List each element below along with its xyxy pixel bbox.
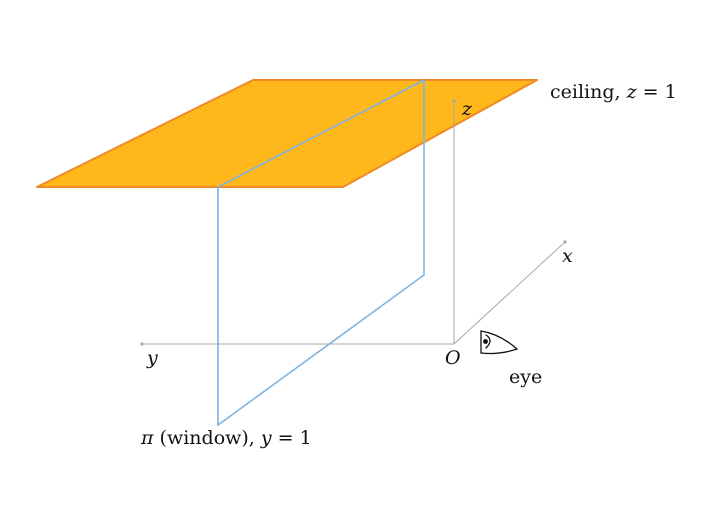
y-axis-end-marker — [140, 342, 144, 346]
ceiling-label: ceiling, z = 1 — [550, 81, 677, 103]
x-axis — [453, 241, 566, 345]
eye-label: eye — [509, 366, 542, 388]
z-axis-label: z — [461, 98, 473, 120]
eye-icon — [480, 330, 518, 355]
ceiling-plane — [36, 79, 538, 188]
y-axis-label: y — [146, 347, 158, 369]
window-label: π (window), y = 1 — [140, 427, 312, 449]
origin-label: O — [445, 347, 461, 369]
x-axis-end-marker — [563, 240, 567, 244]
x-axis-label: x — [562, 245, 573, 267]
z-axis-end-marker — [452, 99, 456, 103]
window-plane-outline — [217, 80, 425, 427]
window-plane-top-edge — [217, 79, 425, 188]
